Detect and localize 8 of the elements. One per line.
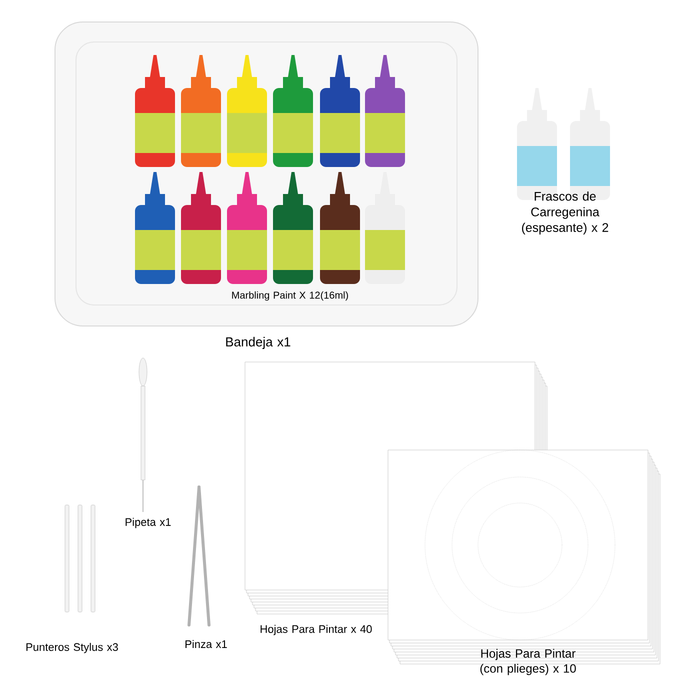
item-label: Pipeta x1 [126,518,171,528]
item-label: Pinza x1 [186,640,227,648]
item-label: Bandeja x1 [226,336,290,350]
item-label: Punteros Stylus x3 [26,642,118,654]
item-label: Marbling Paint X 12(16ml) [232,291,348,301]
item-label: Frascos de Carregenina (espesante) x 2 [522,192,608,234]
item-label: Hojas Para Pintar x 40 [260,624,372,636]
item-label: Hojas Para Pintar (con plieges) x 10 [480,648,576,676]
